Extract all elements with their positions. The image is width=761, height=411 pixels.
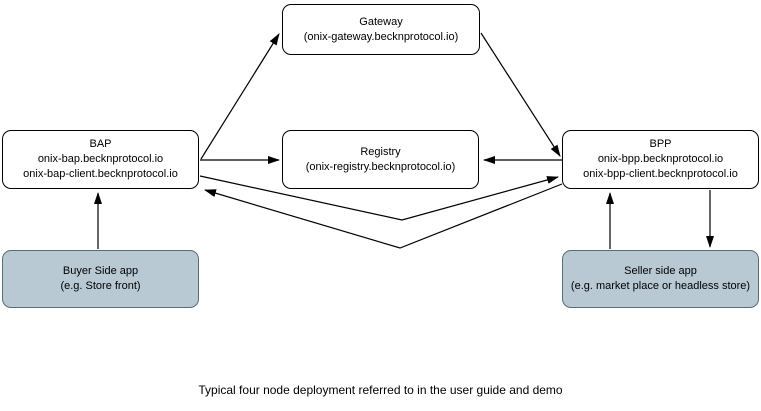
registry-title: Registry [360,145,401,158]
node-bap: BAP onix-bap.becknprotocol.io onix-bap-c… [2,130,199,189]
seller-app-title: Seller side app [624,265,697,277]
bap-domain: onix-bap.becknprotocol.io [37,153,164,165]
bap-client-domain: onix-bap-client.becknprotocol.io [23,168,178,180]
node-bpp: BPP onix-bpp.becknprotocol.io onix-bpp-c… [562,130,759,189]
bpp-title: BPP [649,138,672,150]
registry-domain: (onix-registry.becknprotocol.io) [305,160,456,173]
bpp-client-domain: onix-bpp-client.becknprotocol.io [583,168,738,180]
arrow-bap-to-gateway [200,33,280,160]
seller-app-subtitle: (e.g. market place or headless store) [570,280,751,292]
arrow-bpp-to-bap-direct [204,183,563,249]
diagram-caption: Typical four node deployment referred to… [198,383,563,397]
node-gateway: Gateway (onix-gateway.becknprotocol.io) [282,4,480,55]
gateway-domain: (onix-gateway.becknprotocol.io) [303,30,459,43]
gateway-title: Gateway [359,15,403,28]
bap-title: BAP [89,138,112,150]
node-buyer-side-app: Buyer Side app (e.g. Store front) [2,250,199,308]
buyer-app-title: Buyer Side app [62,265,139,277]
buyer-app-subtitle: (e.g. Store front) [60,280,141,292]
arrow-gateway-to-bpp [480,32,561,157]
bpp-domain: onix-bpp.becknprotocol.io [597,153,724,165]
node-registry: Registry (onix-registry.becknprotocol.io… [282,130,479,189]
node-seller-side-app: Seller side app (e.g. market place or he… [562,250,759,308]
